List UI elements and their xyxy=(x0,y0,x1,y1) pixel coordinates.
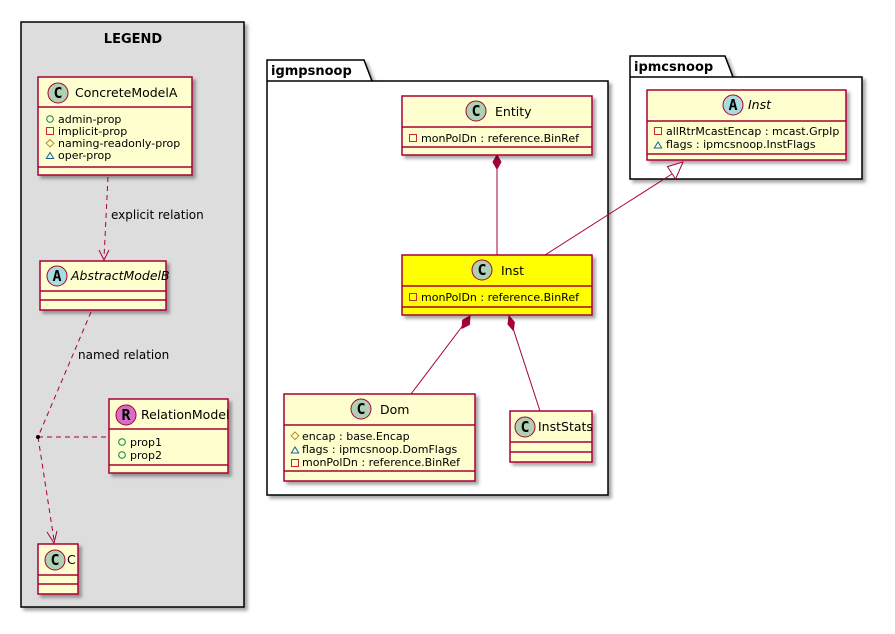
class-badge-letter: C xyxy=(520,418,529,436)
private-visibility-icon xyxy=(46,127,54,135)
legend-abstract-model-class: A AbstractModelB xyxy=(39,260,170,311)
legend-concrete-model-class: C ConcreteModelA admin-prop implicit-pro… xyxy=(37,76,193,176)
abstract-badge-icon xyxy=(722,94,744,116)
class-dom: C Dom encap : base.Encap flags : ipmcsno… xyxy=(283,393,476,482)
relation-badge-letter: R xyxy=(121,406,131,424)
private-visibility-icon xyxy=(291,459,299,467)
inst-dom-composition xyxy=(410,315,471,395)
abstract-badge-letter: A xyxy=(728,96,737,114)
package-visibility-icon xyxy=(653,141,663,149)
class-badge-letter: C xyxy=(471,102,480,120)
class-name: Dom xyxy=(380,402,409,417)
package-name: igmpsnoop xyxy=(271,64,352,79)
class-attribute: monPolDn : reference.BinRef xyxy=(421,291,580,304)
public-visibility-icon xyxy=(118,438,126,446)
protected-visibility-icon xyxy=(290,431,300,441)
entity-inst-composition xyxy=(492,153,502,255)
class-attribute: monPolDn : reference.BinRef xyxy=(302,456,461,469)
inst-inststats-composition xyxy=(507,314,541,412)
private-visibility-icon xyxy=(409,293,417,301)
package-visibility-icon xyxy=(290,446,300,454)
legend-title: LEGEND xyxy=(104,32,163,47)
package-name: ipmcsnoop xyxy=(634,60,713,75)
package-visibility-icon xyxy=(45,151,55,159)
class-badge-letter: C xyxy=(50,551,59,569)
class-attribute: naming-readonly-prop xyxy=(58,137,180,150)
class-badge-letter: C xyxy=(53,84,62,102)
class-attribute: encap : base.Encap xyxy=(302,430,410,443)
class-inststats: C InstStats xyxy=(509,410,593,463)
class-attribute: admin-prop xyxy=(58,113,121,126)
explicit-relation-arrow xyxy=(98,176,110,262)
class-attribute: monPolDn : reference.BinRef xyxy=(421,132,580,145)
class-badge-icon xyxy=(350,398,372,420)
legend-relation-model-class: R RelationModel prop1 prop2 xyxy=(108,398,229,474)
class-name: Inst xyxy=(748,97,772,112)
class-name: Entity xyxy=(495,104,532,119)
class-attribute: implicit-prop xyxy=(58,125,127,138)
public-visibility-icon xyxy=(46,115,54,123)
class-badge-letter: C xyxy=(356,400,365,418)
class-attribute: prop2 xyxy=(130,449,162,462)
public-visibility-icon xyxy=(118,451,126,459)
class-name: Inst xyxy=(501,263,524,278)
class-attribute: flags : ipmcsnoop.DomFlags xyxy=(302,443,458,456)
legend-c-class: C C xyxy=(37,543,79,595)
class-badge-letter: C xyxy=(477,261,486,279)
class-name: AbstractModelB xyxy=(70,268,170,283)
class-ipmcsnoop-inst-abstract: A Inst allRtrMcastEncap : mcast.GrpIp fl… xyxy=(646,89,847,161)
class-name: RelationModel xyxy=(141,407,229,422)
explicit-relation-label: explicit relation xyxy=(111,208,204,222)
inheritance-arrow xyxy=(544,161,684,256)
class-inst-highlighted: C Inst monPolDn : reference.BinRef xyxy=(401,254,593,316)
class-name: InstStats xyxy=(538,419,593,434)
class-attribute: allRtrMcastEncap : mcast.GrpIp xyxy=(666,125,839,138)
class-attribute: oper-prop xyxy=(58,149,111,162)
class-badge-icon xyxy=(471,259,493,281)
package-igmpsnoop: igmpsnoop C Entity monPolDn : reference.… xyxy=(266,59,609,496)
legend-panel: LEGEND C ConcreteModelA admin-prop impli… xyxy=(20,21,245,608)
relation-badge-icon xyxy=(115,404,137,426)
class-badge-icon xyxy=(514,416,536,438)
class-attribute: prop1 xyxy=(130,436,162,449)
abstract-badge-icon xyxy=(46,265,68,287)
class-entity: C Entity monPolDn : reference.BinRef xyxy=(401,95,593,156)
class-name: C xyxy=(67,552,76,567)
class-name: ConcreteModelA xyxy=(75,85,178,100)
abstract-badge-letter: A xyxy=(52,267,61,285)
package-ipmcsnoop: ipmcsnoop A Inst allRtrMcastEncap : mcas… xyxy=(629,55,863,180)
class-badge-icon xyxy=(465,100,487,122)
protected-visibility-icon xyxy=(45,138,55,148)
named-relation-line xyxy=(36,311,109,545)
named-relation-label: named relation xyxy=(78,348,169,362)
private-visibility-icon xyxy=(654,127,662,135)
class-attribute: flags : ipmcsnoop.InstFlags xyxy=(666,138,816,151)
private-visibility-icon xyxy=(409,134,417,142)
class-badge-icon xyxy=(47,82,69,104)
class-badge-icon xyxy=(44,549,66,571)
